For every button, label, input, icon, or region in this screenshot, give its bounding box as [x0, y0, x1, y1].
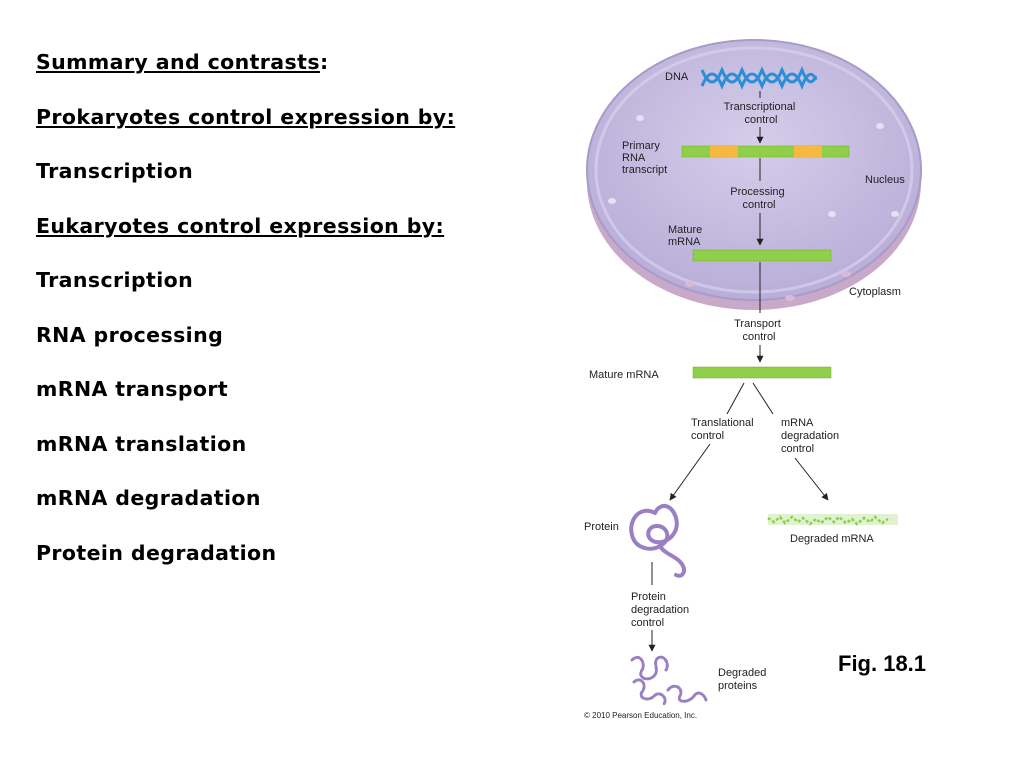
mature-mrna-cytoplasm [692, 366, 832, 379]
dna-label: DNA [665, 71, 689, 83]
eukaryotes-item: mRNA translation [36, 431, 247, 456]
eukaryotes-item: Transcription [36, 268, 194, 292]
summary-text: Summary and contrasts: Prokaryotes contr… [36, 47, 556, 592]
summary-heading: Summary and contrasts [36, 50, 320, 74]
mrna-degradation-control-label: mRNA degradation control [781, 417, 842, 455]
dna-helix [700, 66, 818, 90]
cytoplasm-label: Cytoplasm [849, 286, 901, 298]
nucleus-shape [586, 39, 922, 310]
primary-rna-transcript [681, 145, 850, 158]
eukaryotes-item: mRNA transport [36, 377, 229, 401]
eukaryotes-item: Protein degradation [36, 540, 277, 565]
summary-heading-line: Summary and contrasts: [36, 47, 556, 102]
protein-degradation-control-label: Protein degradation control [631, 591, 692, 629]
degraded-proteins-label: Degraded proteins [718, 667, 769, 692]
processing-control-label: Processing control [730, 186, 787, 211]
eukaryotes-item: mRNA degradation [36, 486, 261, 510]
figure-caption: Fig. 18.1 [838, 651, 927, 676]
nucleus-label: Nucleus [865, 174, 905, 186]
degraded-mrna-label: Degraded mRNA [790, 533, 874, 545]
degraded-proteins-shape [630, 655, 708, 706]
summary-heading-colon: : [319, 50, 329, 74]
prokaryotes-item: Transcription [36, 159, 194, 183]
mature-mrna-cytoplasm-label: Mature mRNA [589, 369, 659, 381]
eukaryotes-item: RNA processing [36, 322, 224, 347]
protein-label: Protein [584, 521, 619, 533]
eukaryotes-heading: Eukaryotes control expression by: [36, 213, 445, 238]
prokaryotes-heading: Prokaryotes control expression by: [36, 104, 456, 129]
transport-control-label: Transport control [734, 318, 784, 343]
transcriptional-control-label: Transcriptional control [724, 101, 799, 126]
mature-mrna-nucleus [692, 249, 832, 262]
degraded-mrna-shape [767, 514, 898, 526]
translational-control-label: Translational control [691, 417, 757, 442]
mature-mrna-nucleus-label: Mature mRNA [668, 224, 705, 248]
copyright-notice: © 2010 Pearson Education, Inc. [584, 711, 697, 720]
protein-shape [629, 504, 687, 578]
primary-rna-transcript-label: Primary RNA transcript [622, 140, 667, 176]
